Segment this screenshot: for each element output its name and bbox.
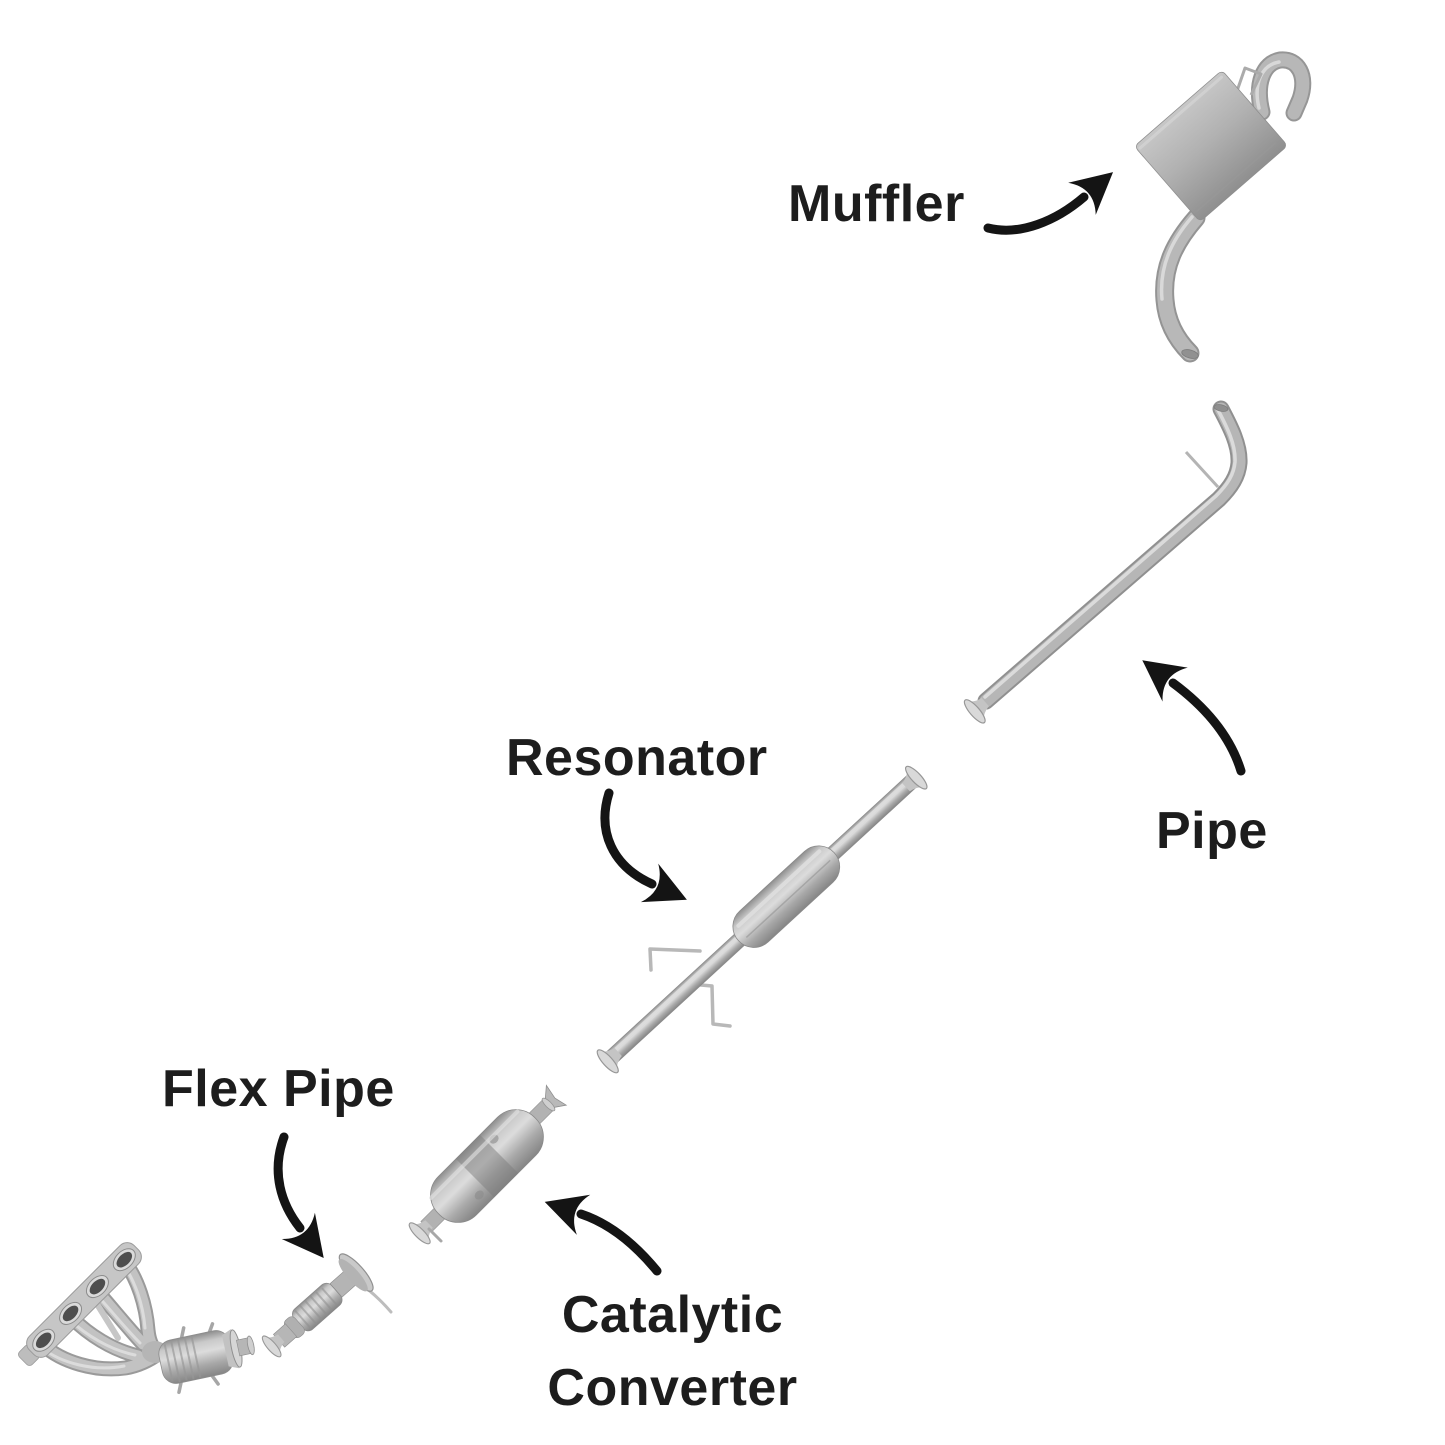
label-muffler: Muffler: [788, 175, 965, 233]
label-flex-pipe: Flex Pipe: [162, 1060, 395, 1118]
label-resonator: Resonator: [506, 729, 768, 787]
manifold-catalyst-section: [158, 1322, 255, 1395]
manifold-ports: [32, 1248, 136, 1352]
muffler-arrow: [983, 172, 1114, 235]
pipe-hanger-rod: [1184, 450, 1220, 489]
muffler-body: [1136, 71, 1286, 221]
muffler-part: [1136, 51, 1312, 363]
flex-pipe-part: [259, 1253, 393, 1360]
manifold-flange: [18, 1242, 142, 1366]
flex-pipe-arrow: [273, 1132, 324, 1258]
label-catalytic-converter: Catalytic Converter: [547, 1286, 798, 1417]
muffler-hanger-wire: [1235, 66, 1263, 96]
resonator-hanger-hooks: [648, 947, 732, 1028]
pipe-arrow: [1142, 660, 1246, 776]
catalytic-converter-arrow: [544, 1194, 662, 1276]
muffler-downpipe: [1155, 208, 1206, 363]
resonator-arrow: [600, 788, 687, 903]
catalytic-converter-part: [405, 1084, 568, 1248]
pipe-part: [960, 400, 1248, 727]
resonator-bulge: [732, 845, 841, 948]
label-pipe: Pipe: [1156, 802, 1268, 860]
exhaust-manifold-part: [18, 1242, 255, 1395]
muffler-tailpipe: [1250, 51, 1312, 122]
resonator-part: [593, 762, 931, 1077]
